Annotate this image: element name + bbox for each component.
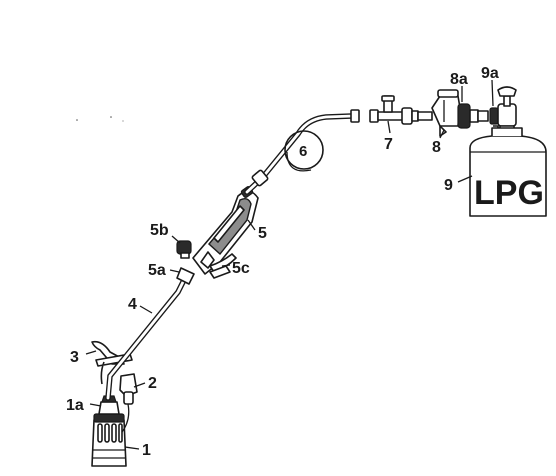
leader-lines xyxy=(85,79,494,450)
label-part-9a: 9a xyxy=(481,65,499,82)
lance-tube-part-4 xyxy=(105,273,189,401)
label-part-7: 7 xyxy=(384,136,393,153)
label-part-5c: 5c xyxy=(232,260,250,277)
label-part-8: 8 xyxy=(432,139,441,156)
label-part-8a: 8a xyxy=(450,71,468,88)
cylinder-lpg-text: LPG xyxy=(474,174,544,212)
label-part-2: 2 xyxy=(148,375,157,392)
tee-adapter-part-7 xyxy=(369,95,419,125)
label-part-6: 6 xyxy=(299,143,307,160)
background-specks xyxy=(76,116,124,122)
label-part-5a: 5a xyxy=(148,262,166,279)
label-part-9: 9 xyxy=(444,177,453,194)
label-part-1a: 1a xyxy=(66,397,84,414)
regulator-part-8 xyxy=(417,89,461,137)
ignition-fitting-part-2 xyxy=(119,373,138,433)
label-part-5b: 5b xyxy=(150,222,169,239)
connector-part-5a xyxy=(176,267,195,285)
label-part-4: 4 xyxy=(128,296,137,313)
trigger-lever-part-5c xyxy=(209,265,231,279)
lpg-cylinder-part-9 xyxy=(469,127,547,217)
burner-nozzle-part-1 xyxy=(91,395,127,467)
label-part-3: 3 xyxy=(70,349,79,366)
control-knob-part-5b xyxy=(176,240,192,259)
label-part-1: 1 xyxy=(142,442,151,459)
adjuster-nut-part-8a xyxy=(457,103,479,129)
label-part-5: 5 xyxy=(258,225,267,242)
hose-part-6 xyxy=(244,109,360,195)
